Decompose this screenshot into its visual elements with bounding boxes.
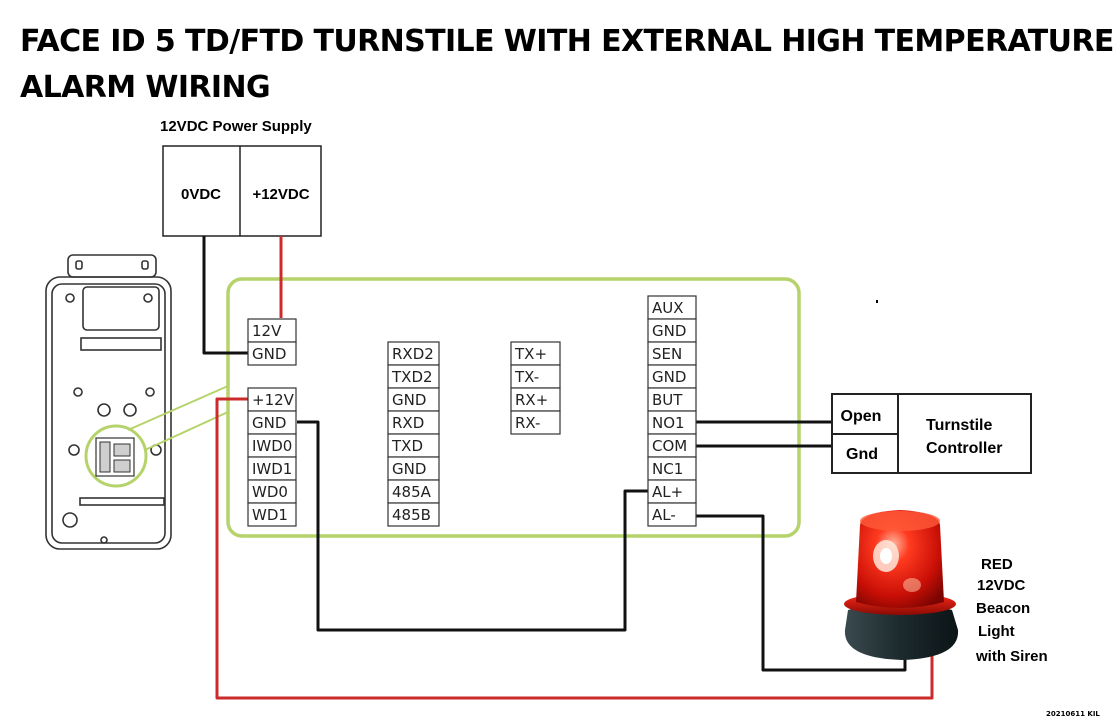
controller-label-line-1: Turnstile (926, 417, 992, 434)
diagram-title-line-1: FACE ID 5 TD/FTD TURNSTILE WITH EXTERNAL… (20, 24, 1114, 59)
beacon-label-line-1: RED (981, 556, 1013, 573)
terminal-label-serial-3: RXD (392, 414, 424, 432)
terminal-label-relay-2: SEN (652, 345, 682, 363)
terminal-label-rs485-1: TX- (514, 368, 539, 386)
terminal-label-relay-0: AUX (652, 299, 684, 317)
wires (202, 236, 934, 700)
terminal-label-relay-3: GND (652, 368, 686, 386)
power-supply: 0VDC +12VDC (162, 145, 322, 237)
terminal-cell-rs485-3 (510, 410, 561, 435)
terminal-label-serial-2: GND (392, 391, 426, 409)
terminal-label-power-0: 12V (252, 322, 282, 340)
controller-label-line-2: Controller (926, 440, 1002, 457)
terminal-label-serial-0: RXD2 (392, 345, 434, 363)
beacon-label-line-4: Light (978, 623, 1015, 640)
terminal-label-relay-4: BUT (652, 391, 683, 409)
controller-open-terminal: Open (841, 408, 882, 425)
terminal-group-power: 12V GND (247, 318, 297, 366)
power-terminal-0vdc: 0VDC (181, 186, 221, 203)
document-stamp: 20210611 KIL (1046, 710, 1100, 718)
terminal-label-relay-8: AL+ (652, 483, 683, 501)
controller-gnd-terminal: Gnd (846, 446, 878, 463)
terminal-board-outline (226, 277, 801, 538)
terminal-label-relay-1: GND (652, 322, 686, 340)
power-terminal-12vdc: +12VDC (252, 186, 309, 203)
terminal-label-rs485-0: TX+ (514, 345, 547, 363)
terminal-label-relay-5: NO1 (652, 414, 685, 432)
terminal-group-rs485: TX+ TX- RX+ RX- (510, 341, 561, 435)
power-supply-label: 12VDC Power Supply (160, 118, 312, 135)
terminal-cell-relay-9 (647, 502, 697, 527)
terminal-label-wiegand-2: IWD0 (252, 437, 292, 455)
dot-mark (876, 300, 878, 303)
beacon-label-line-2: 12VDC (977, 577, 1026, 594)
terminal-label-relay-9: AL- (652, 506, 676, 524)
terminal-cell-serial-7 (387, 502, 440, 527)
turnstile-controller: Open Gnd Turnstile Controller (831, 393, 1032, 474)
terminal-label-wiegand-5: WD1 (252, 506, 288, 524)
beacon-label-line-3: Beacon (976, 600, 1031, 617)
terminal-label-rs485-3: RX- (515, 414, 540, 432)
terminal-label-wiegand-1: GND (252, 414, 286, 432)
terminal-label-serial-5: GND (392, 460, 426, 478)
terminal-label-rs485-2: RX+ (515, 391, 548, 409)
terminal-label-relay-6: COM (652, 437, 687, 455)
terminal-label-serial-1: TXD2 (391, 368, 433, 386)
terminal-cell-wiegand-5 (247, 502, 297, 527)
face-id-device (45, 254, 172, 550)
terminal-label-power-1: GND (252, 345, 286, 363)
terminal-label-relay-7: NC1 (652, 460, 683, 478)
terminal-cell-power-1 (247, 341, 297, 366)
terminal-label-serial-7: 485B (392, 506, 431, 524)
terminal-label-serial-4: TXD (391, 437, 423, 455)
terminal-label-serial-6: 485A (392, 483, 432, 501)
terminal-label-wiegand-3: IWD1 (252, 460, 292, 478)
terminal-label-wiegand-0: +12V (252, 391, 295, 409)
beacon-label-line-5: with Siren (976, 648, 1048, 665)
diagram-title-line-2: ALARM WIRING (20, 70, 271, 105)
beacon-light-icon (844, 510, 959, 660)
terminal-label-wiegand-4: WD0 (252, 483, 288, 501)
